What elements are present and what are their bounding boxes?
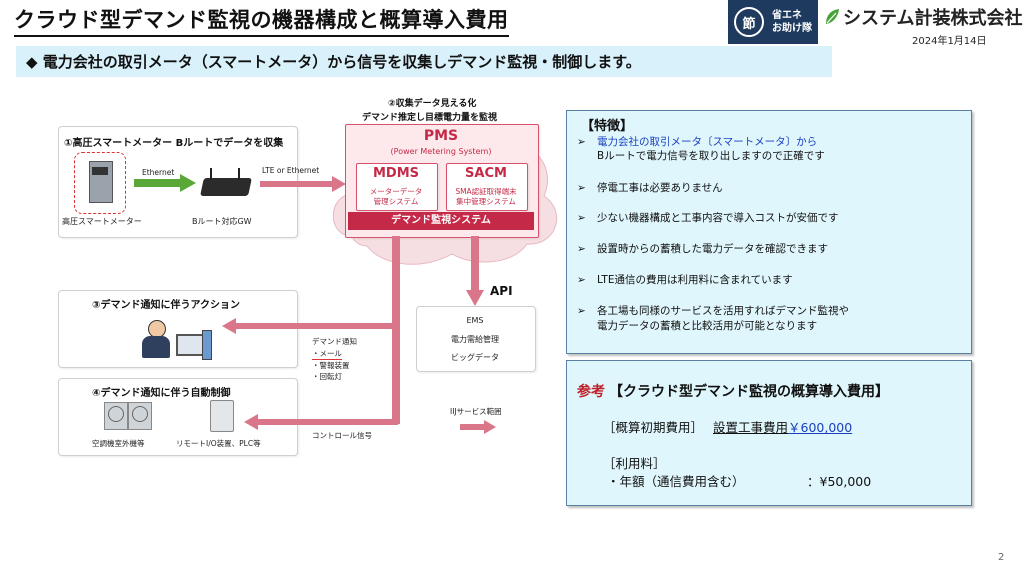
feature-item-1: ➢ 電力会社の取引メータ〔スマートメータ〕から: [577, 135, 817, 150]
demand-system-bar: デマンド監視システム: [348, 212, 534, 230]
bullet-arrow-icon: ➢: [577, 182, 586, 194]
feature-item-4: ➢ 設置時からの蓄積した電力データを確認できます: [577, 242, 828, 257]
cost-heading: 参考【クラウド型デマンド監視の概算導入費用】: [577, 381, 889, 401]
meter-collection-title: ①高圧スマートメーター Bルートでデータを収集: [64, 138, 284, 149]
badge-label: 省エネ お助け隊: [772, 9, 812, 35]
feature-item-6-text: 各工場も同様のサービスを活用すればデマンド監視や: [597, 305, 849, 317]
sacm-sub-1: SMA認証取得端末: [455, 187, 517, 196]
ethernet-arrow: [134, 174, 196, 192]
sacm-box: [446, 163, 528, 211]
system-diagram: ①高圧スマートメーター Bルートでデータを収集 高圧スマートメーター Ether…: [58, 99, 558, 456]
badge-line-2: お助け隊: [772, 23, 812, 34]
notify-alarm: ・警報装置: [312, 361, 350, 370]
annual-fee-value: ：¥50,000: [807, 474, 872, 489]
feature-item-6-continued: 電力データの蓄積と比較活用が可能となります: [597, 319, 817, 334]
ems-bigdata: ビッグデータ: [451, 353, 499, 362]
pms-subtitle: (Power Metering System): [390, 147, 492, 156]
lte-arrow: [260, 176, 346, 192]
badge-line-1: 省エネ: [772, 10, 802, 21]
iij-range-label: IIJサービス範囲: [450, 407, 502, 416]
auto-control-title: ④デマンド通知に伴う自動制御: [92, 388, 231, 399]
ac-unit-icon: [104, 402, 152, 430]
feature-item-2: ➢ 停電工事は必要ありません: [577, 181, 723, 196]
control-signal-label: コントロール信号: [312, 431, 372, 440]
company-name: システム計装株式会社: [843, 8, 1023, 29]
feature-item-1-text: 電力会社の取引メータ〔スマートメータ〕から: [597, 136, 818, 148]
pms-title: PMS: [423, 128, 459, 144]
api-label: API: [490, 284, 513, 298]
control-arrow: [244, 414, 398, 430]
sacm-sub-2: 集中管理システム: [456, 197, 516, 206]
gateway-device-icon: [200, 168, 254, 196]
feature-item-1-cont-text: Bルートで電力信号を取り出しますので正確です: [597, 150, 825, 162]
cloud-caption-1: ②収集データ見える化: [388, 99, 477, 109]
feature-item-6: ➢ 各工場も同様のサービスを活用すればデマンド監視や: [577, 304, 849, 319]
subtitle-banner: ◆ 電力会社の取引メータ（スマートメータ）から信号を収集しデマンド監視・制御しま…: [16, 46, 832, 77]
feature-item-3: ➢ 少ない機器構成と工事内容で導入コストが安価です: [577, 211, 839, 226]
mdms-title: MDMS: [372, 166, 420, 181]
feature-item-1-continued: Bルートで電力信号を取り出しますので正確です: [597, 149, 825, 164]
badge-symbol: 節: [734, 7, 764, 37]
ethernet-label: Ethernet: [142, 168, 175, 177]
mdms-sub-2: 管理システム: [373, 197, 419, 206]
install-cost-value: ￥600,000: [788, 420, 853, 435]
page-number: 2: [998, 552, 1005, 563]
usage-fee-label: ［利用料］: [603, 456, 666, 471]
bullet-arrow-icon: ➢: [577, 212, 586, 224]
gateway-label: Bルート対応GW: [192, 217, 252, 226]
install-cost-label: 設置工事費用: [713, 420, 789, 435]
iij-legend-arrow: [460, 420, 496, 434]
notify-lamp: ・回転灯: [312, 372, 342, 381]
cloud-caption-2: デマンド推定し目標電力量を監視: [362, 113, 498, 123]
bullet-arrow-icon: ➢: [577, 274, 586, 286]
page-title: クラウド型デマンド監視の機器構成と概算導入費用: [14, 4, 509, 37]
initial-cost-row: ［概算初期費用］ 設置工事費用￥600,000: [603, 417, 852, 436]
remote-io-icon: [210, 400, 234, 432]
feature-item-6-cont-text: 電力データの蓄積と比較活用が可能となります: [597, 320, 818, 332]
bullet-arrow-icon: ➢: [577, 243, 586, 255]
feature-item-2-text: 停電工事は必要ありません: [597, 182, 723, 194]
bullet-arrow-icon: ➢: [577, 136, 586, 148]
notify-mail: ・メール: [312, 349, 342, 360]
smart-meter-icon: [74, 152, 126, 214]
feature-item-3-text: 少ない機器構成と工事内容で導入コストが安価です: [597, 212, 839, 224]
cost-heading-text: 【クラウド型デマンド監視の概算導入費用】: [609, 384, 889, 400]
action-arrow: [222, 318, 398, 334]
feature-item-5: ➢ LTE通信の費用は利用料に含まれています: [577, 273, 793, 288]
feature-item-4-text: 設置時からの蓄積した電力データを確認できます: [597, 243, 828, 255]
remote-io-label: リモートI/O装置、PLC等: [176, 439, 261, 448]
ac-label: 空調機室外機等: [92, 439, 145, 448]
cost-panel: 参考【クラウド型デマンド監視の概算導入費用】 ［概算初期費用］ 設置工事費用￥6…: [566, 360, 972, 506]
reference-label: 参考: [577, 384, 605, 400]
features-panel: 【特徴】 ➢ 電力会社の取引メータ〔スマートメータ〕から Bルートで電力信号を取…: [566, 110, 972, 354]
document-date: 2024年1月14日: [912, 36, 987, 47]
lte-label: LTE or Ethernet: [262, 166, 320, 175]
notification-line: [392, 236, 400, 424]
ems-supply: 電力需給管理: [451, 335, 499, 344]
bullet-arrow-icon: ➢: [577, 305, 586, 317]
feature-item-5-text: LTE通信の費用は利用料に含まれています: [597, 274, 793, 286]
leaf-icon: [826, 9, 839, 24]
initial-cost-label: ［概算初期費用］: [603, 420, 704, 435]
mdms-sub-1: メーターデータ: [369, 187, 423, 196]
annual-fee-label: ・年額（通信費用含む）: [607, 474, 745, 489]
ems-box: [416, 306, 536, 372]
api-arrow: [466, 236, 484, 306]
mdms-box: [356, 163, 438, 211]
ems-title: EMS: [466, 316, 484, 325]
features-heading: 【特徴】: [581, 119, 634, 134]
energy-saving-badge: 節 省エネ お助け隊: [728, 0, 818, 44]
person-pc-icon: [140, 316, 216, 362]
annual-fee-row: ・年額（通信費用含む） ：¥50,000: [607, 471, 871, 490]
notify-title: デマンド通知: [312, 337, 357, 346]
sacm-title: SACM: [465, 166, 507, 181]
company-logo: システム計装株式会社: [824, 4, 1022, 30]
meter-label: 高圧スマートメーター: [62, 217, 142, 226]
action-box-title: ③デマンド通知に伴うアクション: [92, 300, 240, 311]
